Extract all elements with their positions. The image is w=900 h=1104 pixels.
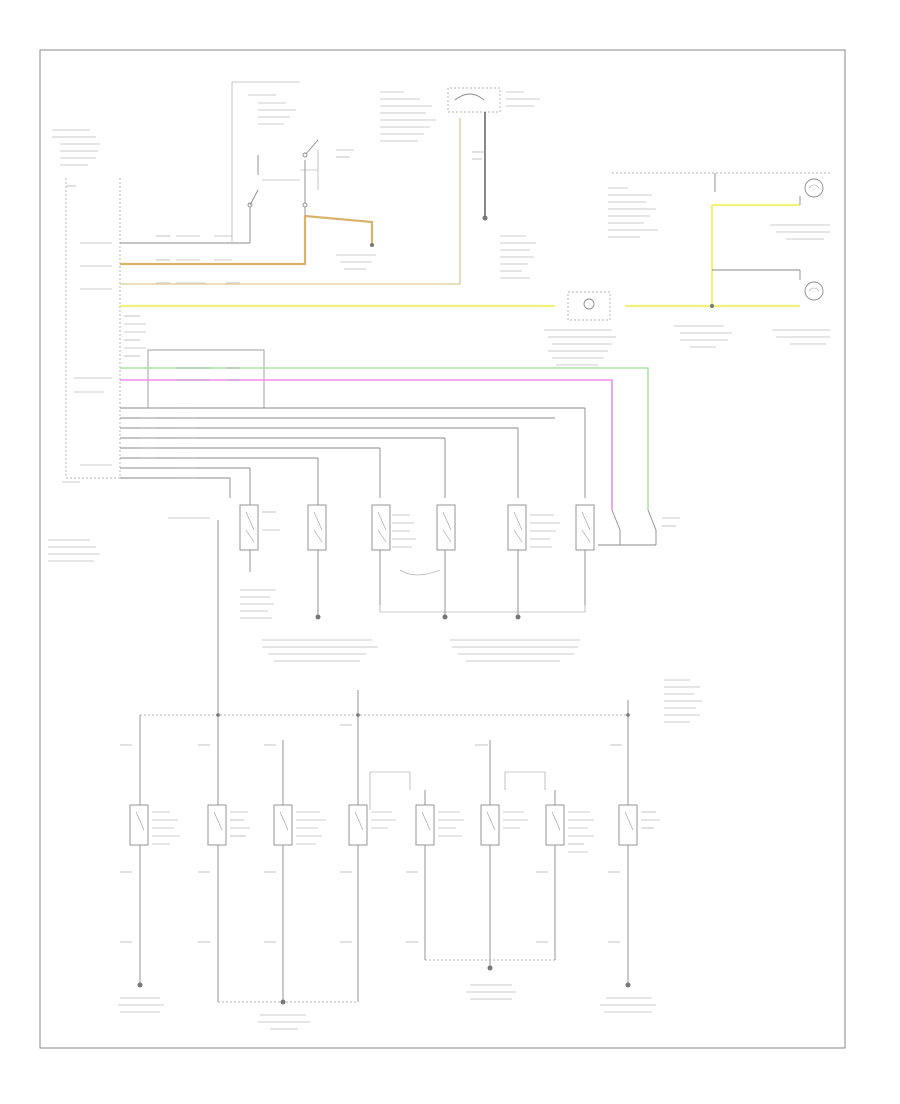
switch-feed-wires <box>120 407 586 498</box>
signal-wires <box>120 367 649 510</box>
switch-icon <box>348 804 368 846</box>
switch-icon <box>436 504 456 605</box>
switch-icon <box>575 504 595 605</box>
switch-icon <box>507 504 527 605</box>
switch-icon <box>598 509 657 546</box>
switch-icon <box>618 804 638 846</box>
bulb-icon <box>804 281 824 301</box>
switch-icon <box>415 804 435 846</box>
bcm-connector-block <box>147 235 265 409</box>
lower-switch-row <box>118 679 702 1030</box>
switch-icon <box>307 498 327 617</box>
switch-icon <box>129 804 149 846</box>
switch-icon <box>371 504 391 605</box>
upper-switch-row <box>168 498 680 700</box>
diagram-frame <box>39 49 846 1049</box>
switch-icon <box>207 804 227 846</box>
headlamp-switch-circuit <box>120 81 800 308</box>
fog-lamp-circuit <box>544 172 830 366</box>
switch-icon <box>545 804 565 846</box>
body-control-module <box>48 122 146 562</box>
fog-relay <box>544 291 616 366</box>
fuse-block-top <box>447 87 540 279</box>
switch-icon <box>480 804 500 846</box>
headlamp-switch-icon <box>247 139 319 208</box>
switch-icon <box>239 498 259 572</box>
switch-icon <box>273 804 293 846</box>
bulb-icon <box>804 178 824 198</box>
